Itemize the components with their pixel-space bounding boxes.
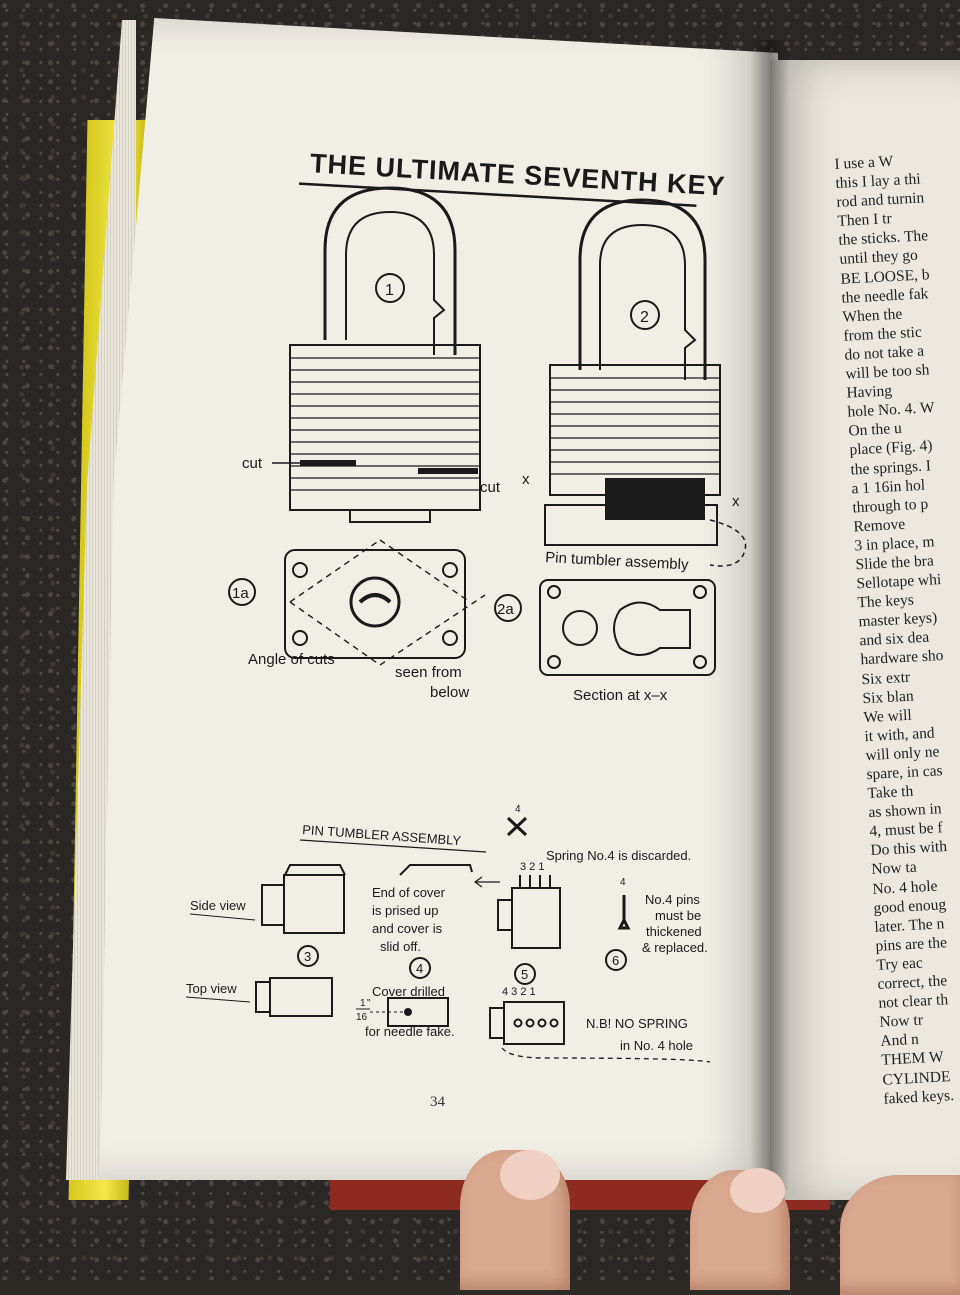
cut-label-left: cut bbox=[242, 455, 263, 472]
side-view-5-drawing bbox=[497, 875, 561, 949]
fig-6-label: 6 bbox=[612, 953, 619, 968]
top-view-4-drawing bbox=[370, 997, 449, 1027]
fig-3-label: 3 bbox=[304, 949, 311, 964]
fig-1a-label: 1a bbox=[232, 585, 249, 602]
end-of-cover-3: and cover is bbox=[372, 921, 443, 936]
fig-2a-label: 2a bbox=[497, 601, 514, 618]
end-of-cover-1: End of cover bbox=[372, 885, 446, 900]
left-page bbox=[100, 18, 778, 1180]
no4-pins-1: No.4 pins bbox=[645, 892, 700, 907]
page-title: THE ULTIMATE SEVENTH KEY bbox=[309, 148, 726, 201]
top-view-3-drawing bbox=[255, 977, 333, 1017]
no4-pins-3: thickened bbox=[646, 924, 702, 939]
no4-pins-2: must be bbox=[655, 908, 701, 923]
in-no4-hole-label: in No. 4 hole bbox=[620, 1038, 693, 1053]
top-view-5-drawing bbox=[489, 1001, 711, 1063]
cut-label-right: cut bbox=[480, 479, 501, 496]
pin-tumbler-assembly-label: Pin tumbler assembly bbox=[545, 549, 690, 574]
end-of-cover-2: is prised up bbox=[372, 903, 438, 918]
right-page bbox=[770, 60, 960, 1200]
fig-2-label: 2 bbox=[640, 309, 649, 326]
padlock-2-drawing bbox=[544, 198, 747, 567]
hole-numbers-label: 4 3 2 1 bbox=[502, 986, 536, 998]
padlock-1-drawing bbox=[289, 186, 481, 523]
pin-4-drawing bbox=[617, 895, 631, 930]
end-of-cover-4: slid off. bbox=[380, 939, 421, 954]
angle-of-cuts-label: Angle of cuts bbox=[248, 651, 335, 668]
spring-4-top-label: 4 bbox=[515, 804, 521, 815]
fraction-inch-mark: " bbox=[367, 998, 371, 1009]
section-label: Section at x–x bbox=[573, 687, 668, 704]
thumbnail-right bbox=[730, 1168, 785, 1213]
spring-numbers-label: 3 2 1 bbox=[520, 861, 544, 873]
assembly-title: PIN TUMBLER ASSEMBLY bbox=[302, 822, 462, 848]
below-label: below bbox=[430, 684, 469, 701]
fig-2a-section bbox=[494, 579, 716, 676]
page-number: 34 bbox=[430, 1094, 445, 1110]
pin-4-label: 4 bbox=[620, 877, 626, 888]
fig-1-label: 1 bbox=[385, 282, 394, 299]
top-view-label: Top view bbox=[186, 981, 237, 996]
thumbnail-left bbox=[500, 1150, 560, 1200]
fraction-denominator: 16 bbox=[356, 1012, 368, 1023]
fraction-numerator: 1 bbox=[360, 998, 366, 1009]
cover-drilled-label: Cover drilled bbox=[372, 984, 445, 999]
fig-1a-bottom-view bbox=[228, 539, 486, 666]
lock-illustration: THE ULTIMATE SEVENTH KEY 1 cut cut bbox=[185, 148, 747, 1063]
hand-right-edge bbox=[840, 1175, 960, 1295]
no4-pins-4: & replaced. bbox=[642, 940, 708, 955]
book-gutter bbox=[750, 40, 790, 1190]
side-view-label: Side view bbox=[190, 898, 246, 913]
seen-from-label: seen from bbox=[395, 664, 462, 681]
spring-discarded-note: Spring No.4 is discarded. bbox=[546, 848, 691, 863]
side-view-3-drawing bbox=[261, 864, 346, 934]
x-label-left: x bbox=[522, 471, 530, 488]
cover-piece-drawing bbox=[399, 864, 473, 876]
x-label-right: x bbox=[732, 493, 740, 510]
needle-fake-label: for needle fake. bbox=[365, 1024, 455, 1039]
fig-5-label: 5 bbox=[521, 967, 528, 982]
nb-no-spring-label: N.B! NO SPRING bbox=[586, 1016, 688, 1031]
fig-4-label: 4 bbox=[416, 961, 423, 976]
